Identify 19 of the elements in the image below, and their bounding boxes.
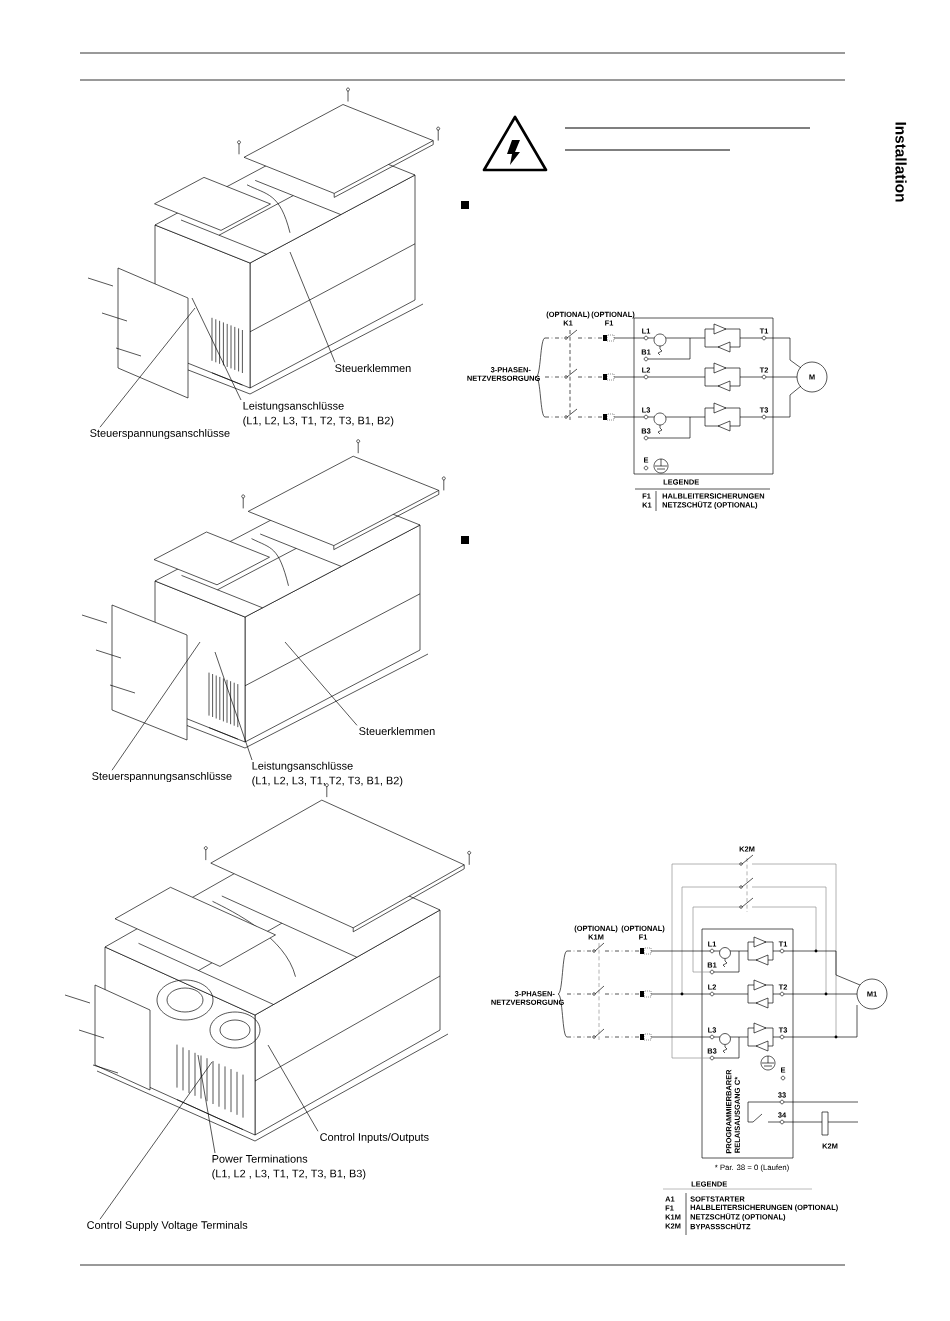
section-title: Installation <box>895 122 907 202</box>
leader-label: Control Inputs/Outputs <box>320 1132 429 1144</box>
leader-label: Steuerspannungsanschlüsse <box>92 771 232 783</box>
leader-line <box>191 297 242 401</box>
leader-line <box>214 651 253 761</box>
leader-label: Leistungsanschlüsse (L1, L2, L3, T1, T2, T3, B1, B2) <box>243 401 394 427</box>
leader-line <box>111 641 201 771</box>
leader-label: Steuerklemmen <box>335 364 411 372</box>
leader-line <box>267 1044 319 1132</box>
leader-label: Power Terminations (L1, L2 , L3, T1, T2, T3, B1, B3) <box>212 1154 366 1180</box>
leader-label: Leistungsanschlüsse (L1, L2, L3, T1, T2, T3, B1, B2) <box>252 761 403 787</box>
leader-label: Steuerklemmen <box>359 727 435 735</box>
leader-line <box>99 307 196 428</box>
leader-label: Control Supply Voltage Terminals <box>87 1220 248 1232</box>
leader-line <box>289 251 336 363</box>
leader-line <box>284 641 358 726</box>
leader-line <box>197 1054 216 1154</box>
leader-line <box>99 1061 213 1220</box>
leader-label: Steuerspannungsanschlüsse <box>90 428 230 440</box>
